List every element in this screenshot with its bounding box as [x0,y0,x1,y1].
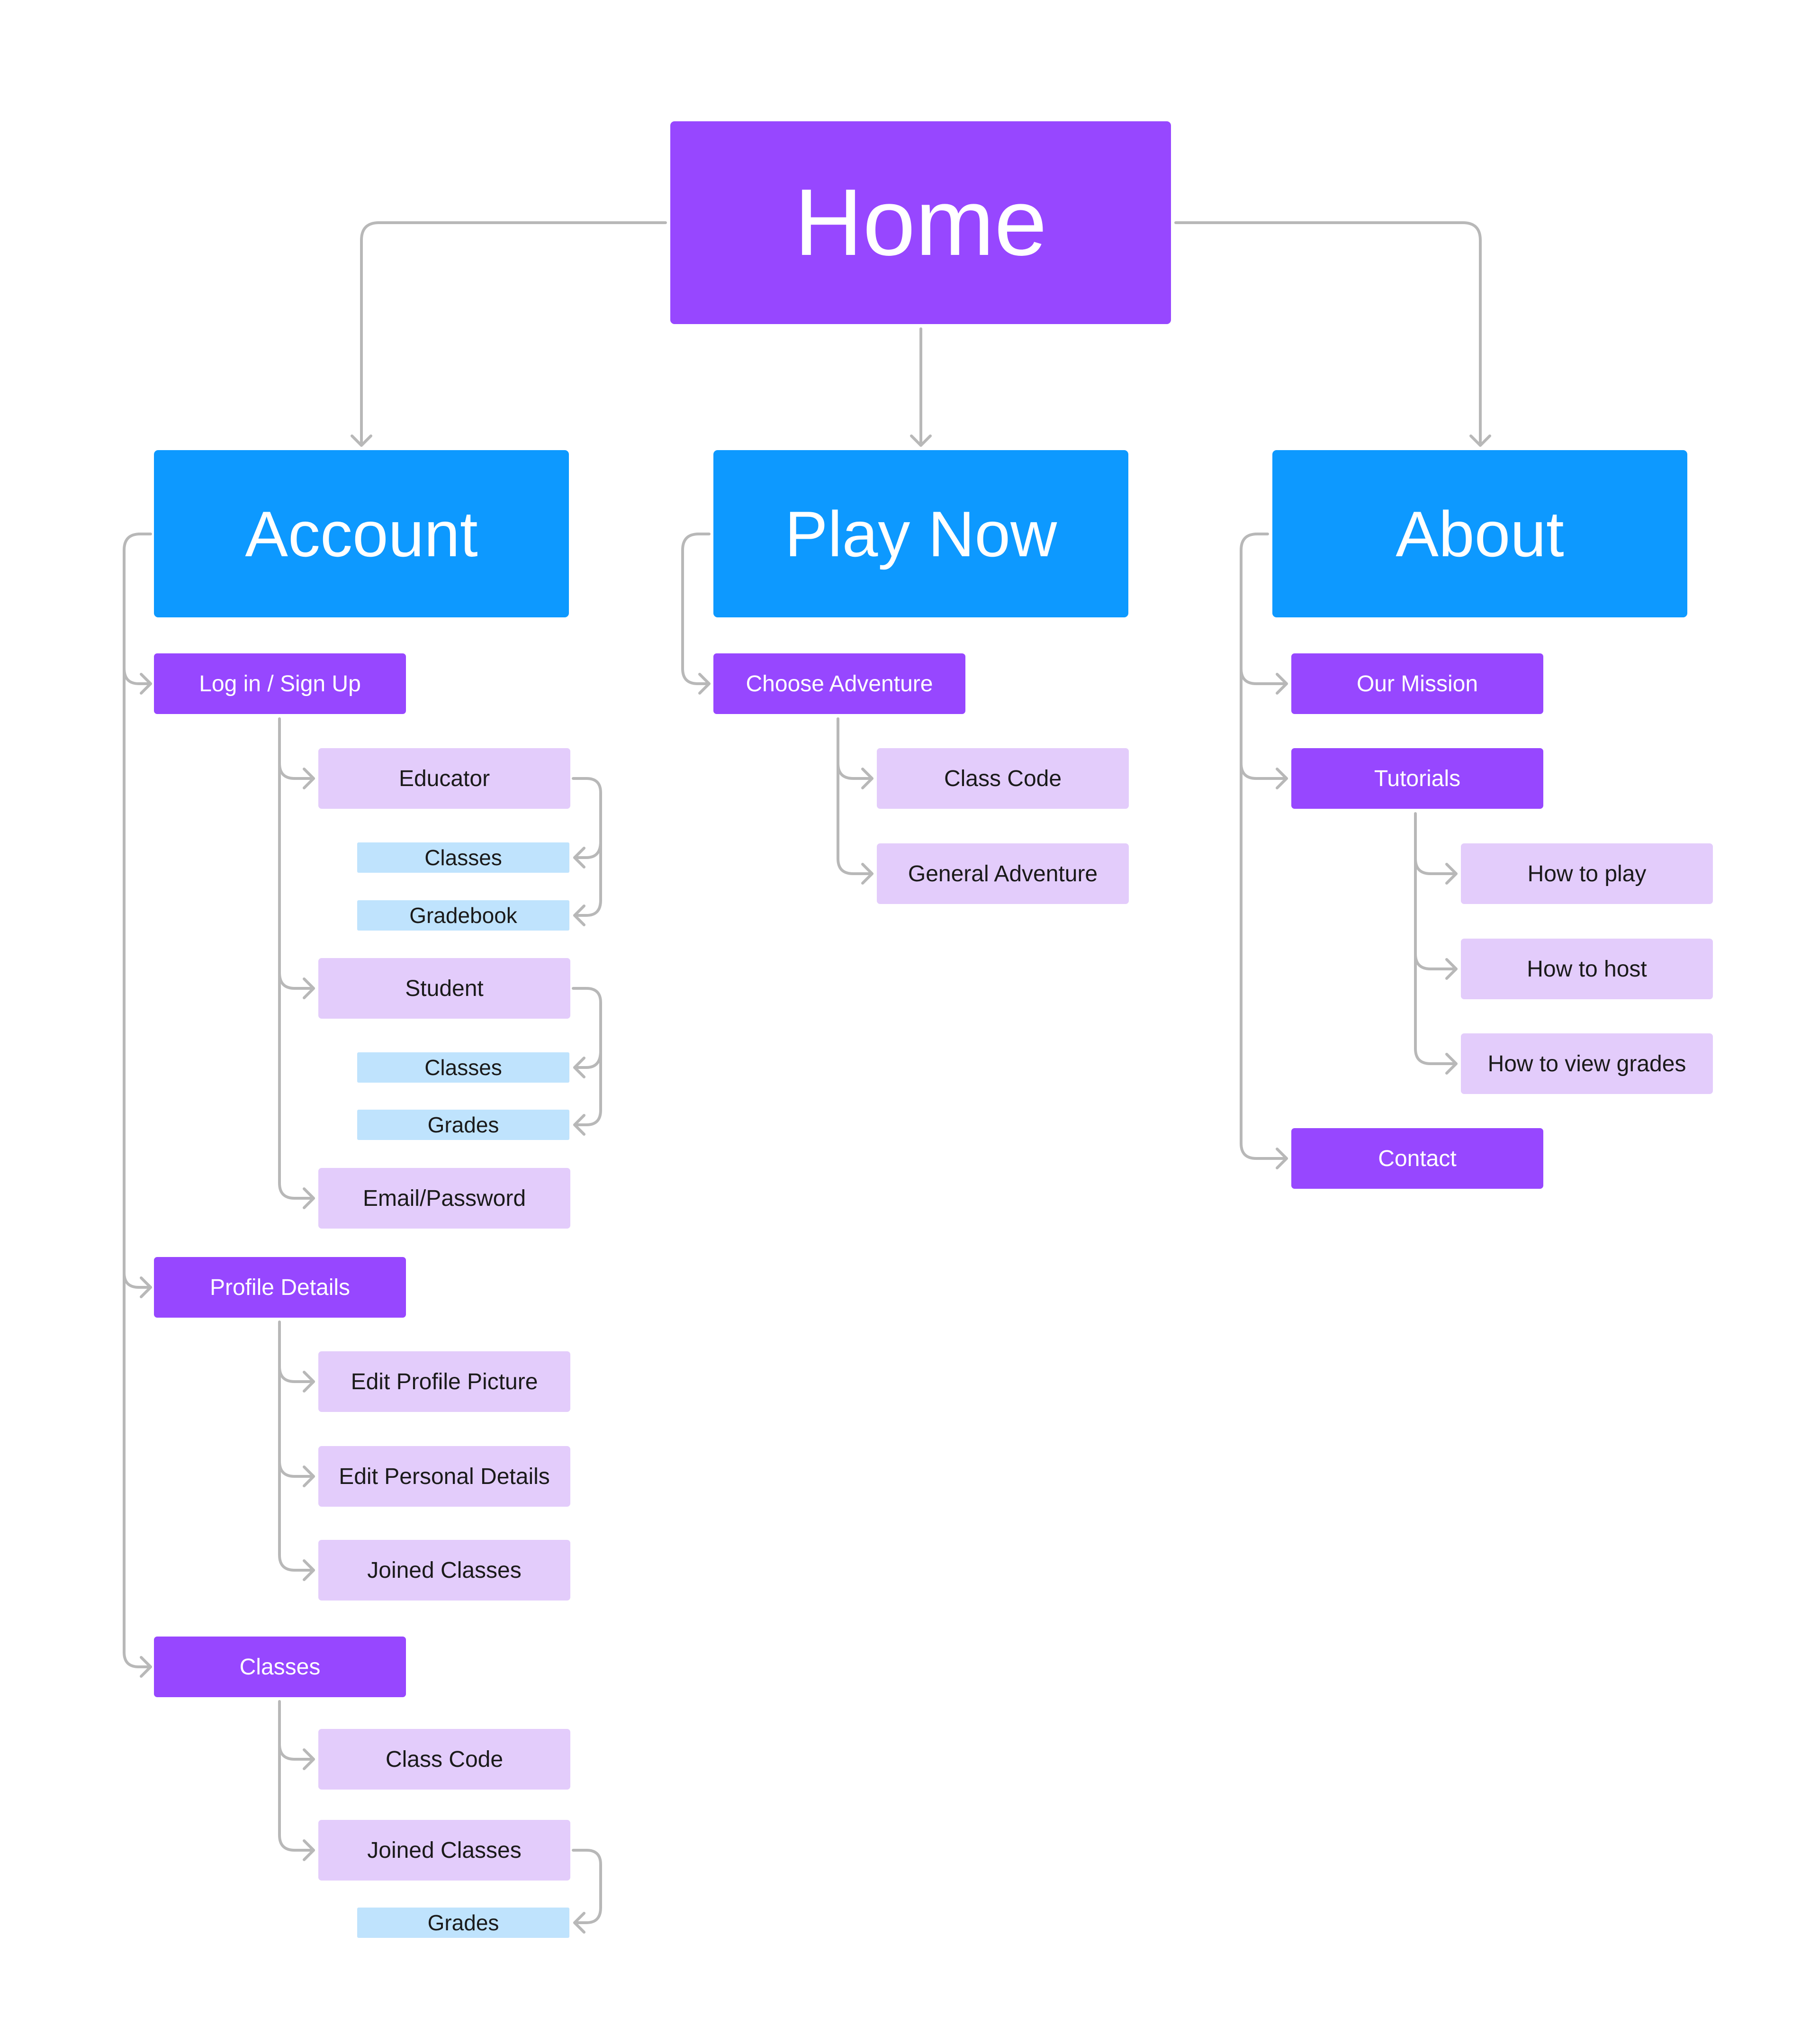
arrowhead [1445,863,1458,885]
choose-adventure-node[interactable]: Choose Adventure [713,653,965,714]
connector-login-spine [278,717,315,1200]
arrowhead [1276,673,1288,695]
connector-about-tutorials [1240,762,1288,780]
connector-tutorials-play [1414,857,1458,875]
arrowhead [1276,1148,1288,1169]
email-password-node[interactable]: Email/Password [318,1168,570,1229]
connector-joined-grades [572,1849,602,1924]
how-to-host-node[interactable]: How to host [1461,939,1713,999]
connector-about-mission [1240,667,1288,685]
play-now-section-node[interactable]: Play Now [713,450,1128,617]
arrowhead [140,1656,152,1678]
connector-classes-spine [278,1700,315,1852]
account-section-node[interactable]: Account [154,450,569,617]
connector-profile-edit-picture [278,1365,315,1383]
arrowhead [303,1839,315,1861]
arrowhead [140,673,152,695]
home-node[interactable]: Home [670,121,1171,324]
student-grades-node[interactable]: Grades [357,1110,569,1140]
arrowhead [1469,434,1491,447]
contact-node[interactable]: Contact [1291,1128,1543,1189]
connector-student-leaves [572,987,602,1126]
arrowhead [698,673,711,695]
arrowhead [303,1559,315,1581]
connector-classes-code [278,1743,315,1761]
edit-profile-picture-node[interactable]: Edit Profile Picture [318,1351,570,1412]
connector-playnow-choose [681,533,711,685]
connector-account-profile [123,1271,152,1289]
connector-profile-spine [278,1320,315,1572]
edit-personal-details-node[interactable]: Edit Personal Details [318,1446,570,1507]
connector-educator-classes [573,840,602,859]
connector-choose-classcode [837,762,873,780]
account-class-code-node[interactable]: Class Code [318,1729,570,1790]
login-signup-node[interactable]: Log in / Sign Up [154,653,406,714]
how-to-view-grades-node[interactable]: How to view grades [1461,1033,1713,1094]
arrowhead [303,1748,315,1770]
arrowhead [303,1187,315,1209]
arrowhead [910,434,932,447]
arrowhead [140,1276,152,1298]
classes-grades-node[interactable]: Grades [357,1908,569,1938]
connector-home-about [1174,221,1482,447]
general-adventure-node[interactable]: General Adventure [877,843,1129,904]
our-mission-node[interactable]: Our Mission [1291,653,1543,714]
profile-joined-classes-node[interactable]: Joined Classes [318,1540,570,1601]
connector-account-login [123,667,152,685]
arrowhead [303,1371,315,1393]
how-to-play-node[interactable]: How to play [1461,843,1713,904]
arrowhead [303,977,315,999]
connector-account-spine [123,533,152,1668]
educator-gradebook-node[interactable]: Gradebook [357,900,569,931]
arrowhead [573,847,585,868]
play-class-code-node[interactable]: Class Code [877,748,1129,809]
classes-node[interactable]: Classes [154,1637,406,1697]
arrowhead [351,434,372,447]
arrowhead [1276,768,1288,789]
student-node[interactable]: Student [318,958,570,1019]
arrowhead [303,768,315,789]
connector-profile-edit-personal [278,1460,315,1478]
educator-node[interactable]: Educator [318,748,570,809]
about-section-node[interactable]: About [1272,450,1687,617]
arrowhead [573,1114,585,1136]
connector-educator-leaves [572,777,602,917]
connector-choose-spine [837,717,873,875]
connector-student-classes [573,1049,602,1069]
student-classes-node[interactable]: Classes [357,1052,569,1083]
arrowhead [573,1057,585,1078]
classes-joined-classes-node[interactable]: Joined Classes [318,1820,570,1881]
arrowhead [861,768,873,789]
educator-classes-node[interactable]: Classes [357,842,569,873]
arrowhead [303,1465,315,1487]
profile-details-node[interactable]: Profile Details [154,1257,406,1318]
connector-about-spine [1240,533,1288,1160]
arrowhead [1445,1053,1458,1075]
arrowhead [573,904,585,926]
tutorials-node[interactable]: Tutorials [1291,748,1543,809]
connector-tutorials-host [1414,952,1458,970]
connector-home-account [360,221,667,447]
arrowhead [573,1912,585,1934]
arrowhead [861,863,873,885]
connector-login-educator [278,762,315,780]
connector-tutorials-spine [1414,812,1458,1065]
arrowhead [1445,958,1458,980]
connector-login-student [278,971,315,990]
